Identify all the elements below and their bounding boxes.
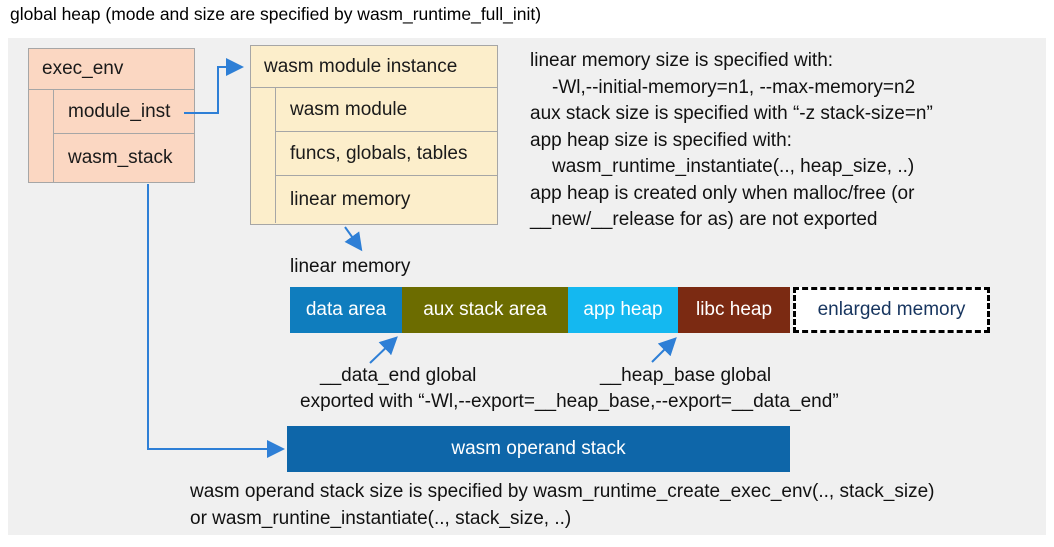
- note-line: app heap is created only when malloc/fre…: [530, 182, 915, 204]
- module-instance-row-linear-memory: linear memory: [290, 188, 411, 210]
- operand-stack-note: wasm operand stack size is specified by …: [190, 478, 1040, 532]
- note-line: aux stack size is specified with “-z sta…: [530, 103, 933, 124]
- module-instance-box: wasm module instance wasm module funcs, …: [250, 45, 498, 225]
- operand-stack-note-line2: or wasm_runtine_instantiate(.., stack_si…: [190, 508, 572, 529]
- exec-env-box: exec_env module_inst wasm_stack: [28, 48, 195, 183]
- linear-memory-bar: data area aux stack area app heap libc h…: [290, 287, 990, 333]
- note-line: -Wl,--initial-memory=n1, --max-memory=n2: [552, 76, 916, 98]
- export-note: exported with “-Wl,--export=__heap_base,…: [300, 391, 839, 412]
- heap-base-global-label: __heap_base global: [600, 365, 772, 386]
- size-notes: linear memory size is specified with: -W…: [530, 48, 1042, 234]
- module-instance-row-funcs-globals-tables: funcs, globals, tables: [276, 132, 497, 176]
- operand-stack-note-line1: wasm operand stack size is specified by …: [190, 481, 935, 502]
- linear-memory-label: linear memory: [290, 256, 411, 277]
- module-instance-header: wasm module instance: [251, 46, 497, 88]
- note-line: wasm_runtime_instantiate(.., heap_size, …: [552, 156, 915, 177]
- segment-enlarged-memory: enlarged memory: [793, 287, 990, 333]
- exec-env-header: exec_env: [29, 49, 194, 90]
- note-line: linear memory size is specified with:: [530, 50, 834, 71]
- segment-app-heap: app heap: [568, 287, 678, 333]
- module-instance-row-wasm-module: wasm module: [276, 88, 497, 132]
- data-end-global-label: __data_end global: [320, 365, 477, 386]
- segment-aux-stack-area: aux stack area: [402, 287, 568, 333]
- note-line: app heap size is specified with:: [530, 129, 792, 151]
- wasm-operand-stack-bar: wasm operand stack: [287, 426, 790, 472]
- segment-libc-heap: libc heap: [678, 287, 790, 333]
- exec-env-row-wasm-stack: wasm_stack: [68, 147, 173, 168]
- module-instance-rows: wasm module funcs, globals, tables linea…: [275, 88, 497, 223]
- note-line: __new/__release for as) are not exported: [530, 209, 878, 230]
- segment-data-area: data area: [290, 287, 402, 333]
- diagram-title: global heap (mode and size are specified…: [10, 4, 542, 24]
- exec-env-rows: module_inst wasm_stack: [53, 90, 194, 182]
- exec-env-row-module-inst: module_inst: [54, 90, 194, 134]
